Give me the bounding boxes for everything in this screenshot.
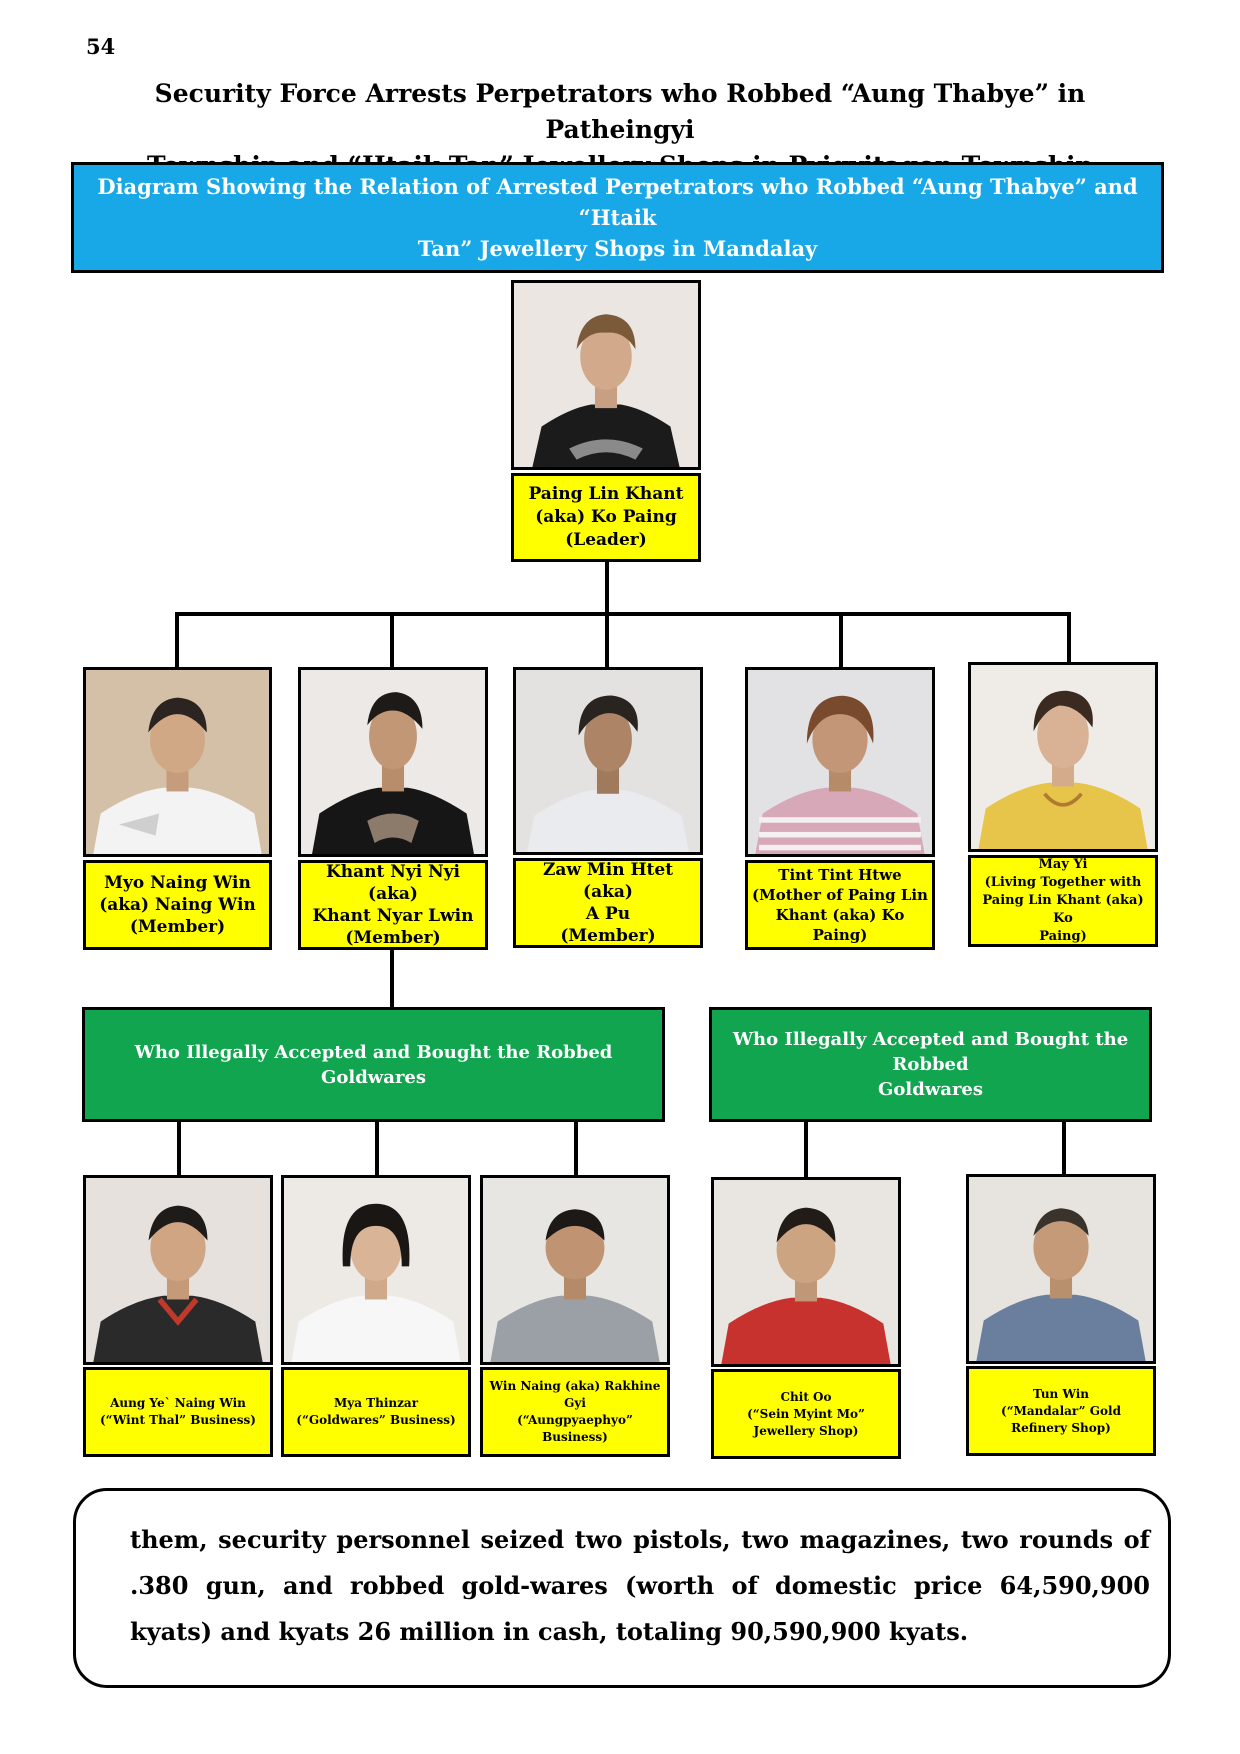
member-name-2: Khant Nyi Nyi (aka) — [326, 862, 460, 904]
member-name-3: Zaw Min Htet (aka) — [542, 860, 674, 902]
connector-buyer-5 — [1062, 1122, 1066, 1176]
buyer-business-4b: Jewellery Shop) — [753, 1423, 859, 1438]
member-label-4: Tint Tint Htwe (Mother of Paing Lin Khan… — [745, 860, 935, 950]
buyer-name-5: Tun Win — [1032, 1386, 1089, 1401]
buyer-business-5b: Refinery Shop) — [1011, 1420, 1111, 1435]
leader-photo — [511, 280, 701, 470]
connector-buyer-1 — [177, 1122, 181, 1178]
buyer-label-2: Mya Thinzar (“Goldwares” Business) — [281, 1367, 471, 1457]
buyer-business-2: (“Goldwares” Business) — [296, 1413, 456, 1427]
page-number: 54 — [86, 34, 116, 59]
connector-member-5 — [1067, 612, 1071, 666]
connector-member-1 — [175, 612, 179, 670]
member-note-5b: Paing Lin Khant (aka) Ko — [982, 893, 1144, 926]
connector-member-4 — [839, 612, 843, 670]
connector-buyer-4 — [804, 1122, 808, 1178]
buyer-name-3: Win Naing (aka) Rakhine — [489, 1379, 661, 1393]
buyer-name-1: Aung Ye` Naing Win — [110, 1396, 246, 1410]
buyer-photo-5 — [966, 1174, 1156, 1364]
buyer-business-3: (“Aungpyaephyo” — [517, 1413, 633, 1427]
member-photo-3 — [513, 667, 703, 855]
buyer-photo-4 — [711, 1177, 901, 1367]
group-box-left: Who Illegally Accepted and Bought the Ro… — [82, 1007, 665, 1122]
member-role-2: (Member) — [345, 928, 441, 948]
buyer-photo-2 — [281, 1175, 471, 1365]
buyer-label-4: Chit Oo (“Sein Myint Mo” Jewellery Shop) — [711, 1369, 901, 1459]
member-alias-2: Khant Nyar Lwin — [312, 906, 474, 926]
member-alias-1: (aka) Naing Win — [99, 895, 256, 915]
member-role-3: (Member) — [560, 926, 656, 946]
buyer-business-4: (“Sein Myint Mo” — [747, 1406, 865, 1421]
buyer-label-3: Win Naing (aka) Rakhine Gyi (“Aungpyaeph… — [480, 1367, 670, 1457]
title-line-1: Security Force Arrests Perpetrators who … — [154, 79, 1086, 144]
member-name-5: May Yi — [1038, 857, 1088, 872]
member-photo-1 — [83, 667, 272, 857]
connector-buyer-3 — [574, 1122, 578, 1178]
header-line-1: Diagram Showing the Relation of Arrested… — [97, 174, 1138, 230]
leader-label: Paing Lin Khant (aka) Ko Paing (Leader) — [511, 473, 701, 562]
member-label-5: May Yi (Living Together with Paing Lin K… — [968, 855, 1158, 947]
leader-alias: (aka) Ko Paing — [535, 507, 677, 527]
member-note-4b: Khant (aka) Ko Paing) — [775, 906, 905, 944]
member-label-3: Zaw Min Htet (aka) A Pu (Member) — [513, 858, 703, 948]
member-note-5c: Paing) — [1039, 929, 1087, 944]
buyer-photo-1 — [83, 1175, 273, 1365]
member-photo-4 — [745, 667, 935, 857]
buyer-business-1: (“Wint Thal” Business) — [100, 1413, 256, 1427]
member-alias-3: A Pu — [585, 904, 631, 924]
member-name-4: Tint Tint Htwe — [778, 866, 902, 884]
buyer-name-4: Chit Oo — [780, 1389, 832, 1404]
buyer-label-5: Tun Win (“Mandalar” Gold Refinery Shop) — [966, 1366, 1156, 1456]
connector-buyer-2 — [375, 1122, 379, 1178]
member-label-2: Khant Nyi Nyi (aka) Khant Nyar Lwin (Mem… — [298, 860, 488, 950]
buyer-photo-3 — [480, 1175, 670, 1365]
buyer-alias-3: Gyi — [564, 1396, 586, 1410]
member-name-1: Myo Naing Win — [104, 873, 251, 893]
group-right-text-1: Who Illegally Accepted and Bought the Ro… — [732, 1029, 1129, 1075]
member-photo-5 — [968, 662, 1158, 852]
diagram-header: Diagram Showing the Relation of Arrested… — [71, 162, 1164, 273]
buyer-name-2: Mya Thinzar — [333, 1396, 419, 1410]
group-right-text-2: Goldwares — [877, 1079, 984, 1100]
buyer-business-3b: Business) — [542, 1430, 608, 1444]
header-line-2: Tan” Jewellery Shops in Mandalay — [417, 236, 818, 261]
member-note-4a: (Mother of Paing Lin — [752, 886, 928, 904]
group-left-text: Who Illegally Accepted and Bought the Ro… — [134, 1041, 613, 1088]
member-role-1: (Member) — [129, 917, 226, 937]
member-photo-2 — [298, 667, 488, 857]
connector-member-2 — [390, 612, 394, 670]
buyer-business-5: (“Mandalar” Gold — [1001, 1403, 1121, 1418]
summary-box: them, security personnel seized two pist… — [73, 1488, 1171, 1688]
connector-members-bar — [175, 612, 1071, 616]
connector-leader-down — [605, 560, 609, 616]
group-box-right: Who Illegally Accepted and Bought the Ro… — [709, 1007, 1152, 1122]
summary-text: them, security personnel seized two pist… — [130, 1525, 1150, 1646]
leader-name: Paing Lin Khant — [528, 484, 684, 504]
leader-role: (Leader) — [565, 530, 647, 550]
connector-member-3 — [605, 612, 609, 670]
connector-member2-to-group — [390, 950, 394, 1010]
member-label-1: Myo Naing Win (aka) Naing Win (Member) — [83, 860, 272, 950]
buyer-label-1: Aung Ye` Naing Win (“Wint Thal” Business… — [83, 1367, 273, 1457]
member-note-5a: (Living Together with — [984, 875, 1142, 890]
